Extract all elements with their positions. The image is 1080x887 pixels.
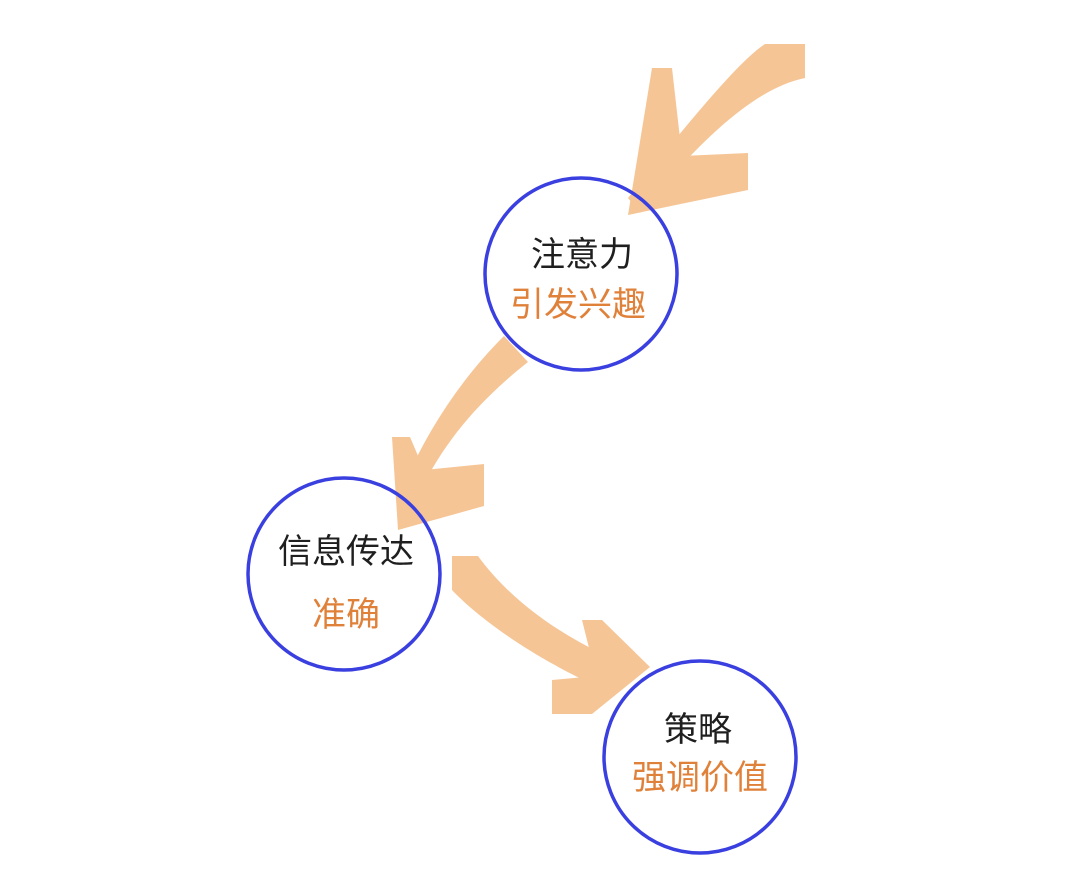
arrow-info-to-strategy-shaft bbox=[452, 556, 620, 690]
arrow-attention-to-info-head bbox=[392, 437, 484, 530]
arrow-attention-to-info-shaft bbox=[404, 336, 528, 492]
node-title-info: 信息传达 bbox=[278, 532, 414, 572]
node-circle-strategy bbox=[602, 659, 798, 855]
node-sub-attention: 引发兴趣 bbox=[510, 285, 646, 325]
node-circle-info bbox=[246, 476, 442, 672]
node-title-attention: 注意力 bbox=[531, 235, 633, 275]
node-sub-strategy: 强调价值 bbox=[632, 758, 768, 798]
arrow-attention-to-info bbox=[392, 336, 528, 530]
arrow-info-to-strategy-head bbox=[552, 620, 650, 714]
node-sub-info: 准确 bbox=[312, 595, 380, 635]
arrow-entry-head bbox=[628, 68, 748, 215]
arrow-entry bbox=[628, 44, 805, 215]
node-title-strategy: 策略 bbox=[664, 710, 732, 750]
arrow-info-to-strategy bbox=[452, 556, 650, 714]
node-circle-attention bbox=[483, 176, 679, 372]
